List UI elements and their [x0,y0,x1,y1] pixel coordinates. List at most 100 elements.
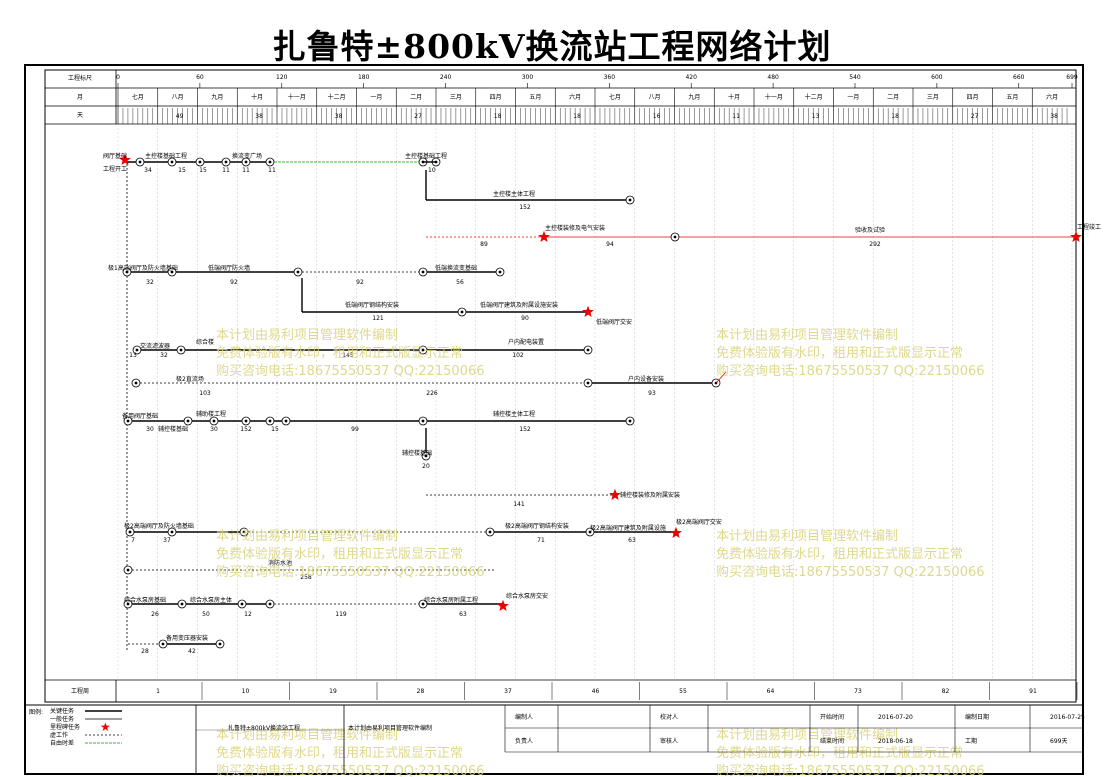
task-name-label: 极2高端阀厅交安 [676,518,722,526]
task-name-label: 户内配电装置 [508,338,544,346]
task-duration-label: 11 [242,167,250,174]
month-label: 十二月 [805,93,823,101]
week-label: 37 [504,688,512,695]
task-name-label: 综合水泵房附属工程 [424,596,478,604]
footer-field-label: 编制日期 [965,713,989,721]
outer-frame [24,64,1084,775]
task-duration-label: 94 [606,241,614,248]
week-label: 10 [242,688,250,695]
footer-field-label: 校对人 [660,713,678,721]
event-node-center [421,270,425,274]
scale-tick-label: 699 [1066,74,1078,81]
month-label: 七月 [609,93,621,101]
task-name-label: 消防水池 [268,559,292,567]
task-name-label: 辅控楼基础 [402,449,432,457]
watermark-text: 购买咨询电话:18675550537 QQ:22150066 [216,564,485,580]
scale-tick-label: 300 [522,74,534,81]
day-count-label: 18 [573,113,581,120]
task-duration-label: 103 [199,390,211,397]
task-duration-label: 93 [648,390,656,397]
watermark-text: 本计划由易利项目管理软件编制 [716,728,898,743]
footer-field-label: 负责人 [515,737,533,745]
watermark-text: 本计划由易利项目管理软件编制 [716,529,898,544]
task-name-label: 工程竣工 [1077,223,1101,231]
day-count-label: 49 [176,113,184,120]
task-name-label: 极2高端阀厅钢结构安装 [505,522,569,530]
task-duration-label: 226 [426,390,438,397]
month-label: 六月 [1046,93,1058,101]
month-label: 九月 [688,93,700,101]
event-node-center [628,419,632,423]
day-count-label: 38 [335,113,343,120]
task-duration-label: 292 [869,241,881,248]
task-name-label: 主控楼基础工程 [405,152,447,160]
event-node-center [268,419,272,423]
task-duration-label: 258 [300,574,312,581]
footer-field-label: 编制人 [515,713,533,721]
task-duration-label: 152 [519,204,531,211]
scale-tick-label: 540 [849,74,861,81]
scale-tick-label: 360 [604,74,616,81]
task-duration-label: 32 [146,279,154,286]
week-label: 55 [679,688,687,695]
task-duration-label: 26 [151,611,159,618]
event-node-center [488,530,492,534]
event-node-center [224,160,228,164]
scale-tick-label: 480 [767,74,779,81]
task-name-label: 极2高端阀厅及防火墙基础 [124,522,194,530]
task-name-label: 辅控楼基础 [158,425,188,433]
event-node-center [128,530,132,534]
scale-tick-label: 60 [196,74,204,81]
task-duration-label: 42 [188,648,196,655]
scale-tick-label: 600 [931,74,943,81]
month-label: 五月 [1006,94,1018,101]
footer-field-label: 审核人 [660,737,678,745]
legend-item-label: 自由时差 [50,739,74,747]
event-node-center [242,530,246,534]
task-name-label: 极2高端阀厅建筑及附属设施 [590,524,666,532]
event-node-center [586,348,590,352]
watermark-text: 购买咨询电话:18675550537 QQ:22150066 [216,763,485,777]
task-duration-label: 152 [240,426,252,433]
legend-milestone-star-icon: ★ [100,720,111,734]
task-duration-label: 7 [131,537,135,544]
event-node-center [180,602,184,606]
task-name-label: 换流变广场 [232,152,262,160]
watermark-text: 本计划由易利项目管理软件编制 [716,328,898,343]
watermark-text: 购买咨询电话:18675550537 QQ:22150066 [216,363,485,379]
day-count-label: 27 [971,113,979,120]
day-count-label: 18 [494,113,502,120]
event-node-center [268,160,272,164]
task-duration-label: 28 [141,648,149,655]
event-node-center [125,270,129,274]
event-node-center [126,602,130,606]
task-duration-label: 50 [202,611,210,618]
event-node-center [170,530,174,534]
week-label: 19 [329,688,337,695]
task-name-label: 户内设备安装 [628,375,664,383]
day-count-label: 13 [812,113,820,120]
week-label: 82 [942,688,950,695]
event-node-center [170,270,174,274]
month-label: 七月 [132,93,144,101]
watermark-text: 免费体验版有水印，租用和正式版显示正常 [216,745,463,761]
task-name-label: 极2直流场 [176,375,204,383]
scale-tick-label: 240 [440,74,452,81]
scale-tick-label: 420 [685,74,697,81]
task-duration-label: 63 [459,611,467,618]
page-title: 扎鲁特±800kV换流站工程网络计划 [272,27,832,66]
month-label: 十一月 [288,93,306,101]
legend-item-label: 里程碑任务 [50,723,80,731]
task-duration-label: 30 [210,426,218,433]
event-node-center [161,642,165,646]
task-duration-label: 15 [199,167,207,174]
milestone-star-icon [119,153,131,165]
legend-item-label: 一般任务 [50,715,74,723]
footer-field-label: 结束时间 [820,737,844,745]
event-node-center [421,348,425,352]
task-duration-label: 99 [351,426,359,433]
watermark-text: 免费体验版有水印，租用和正式版显示正常 [216,546,463,562]
milestone-star-icon [609,488,621,500]
watermark-text: 免费体验版有水印，租用和正式版显示正常 [716,745,963,761]
footer-field-value: 2018-06-18 [878,738,913,745]
